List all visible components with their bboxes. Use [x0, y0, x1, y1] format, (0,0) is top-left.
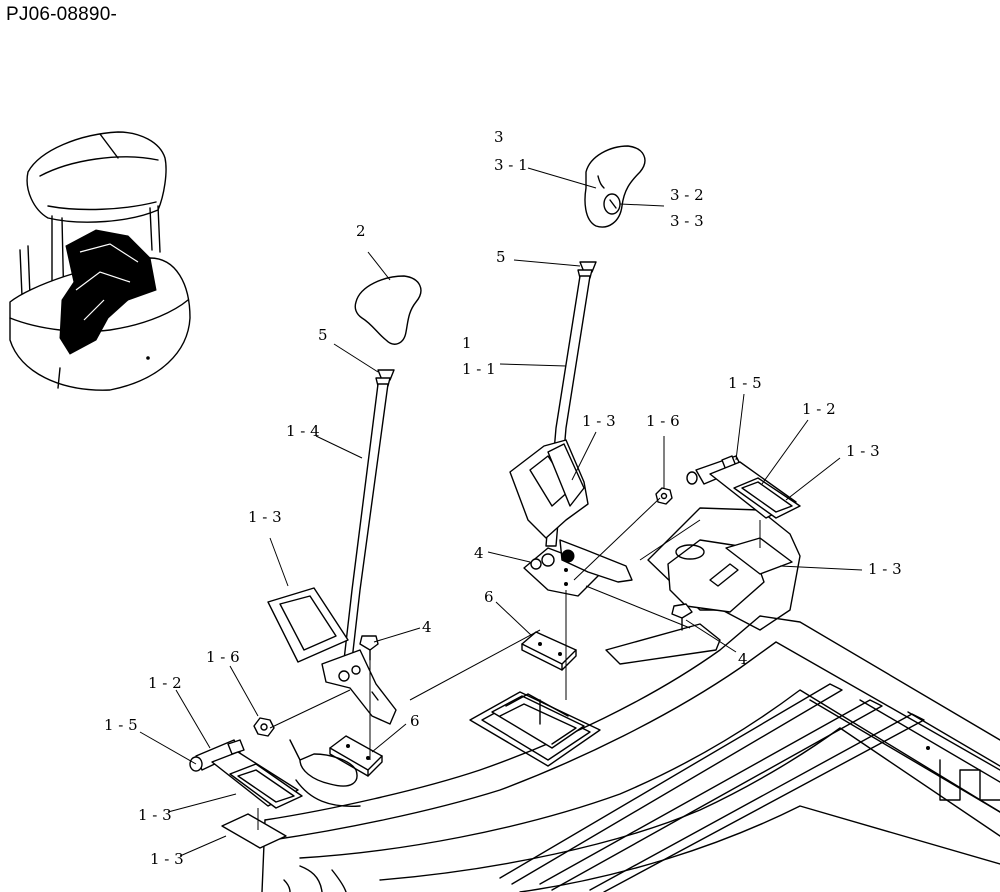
- callout-5-right: 5: [496, 248, 506, 266]
- callout-3-3: 3 - 3: [670, 212, 704, 230]
- plate-6-left: [329, 735, 383, 777]
- callout-1: 1: [462, 334, 472, 352]
- callout-2: 2: [356, 222, 366, 240]
- drawing-id: PJ06-08890-: [6, 4, 117, 25]
- callout-3-2: 3 - 2: [670, 186, 704, 204]
- right-pedal-recess: [605, 507, 801, 665]
- nut-1-6-right: [655, 487, 673, 505]
- callout-1-3-right-lower: 1 - 3: [868, 560, 902, 578]
- knob-3: [584, 145, 646, 228]
- leader-lines: [139, 167, 863, 857]
- lever-1-4: [267, 369, 397, 725]
- callout-1-2-right: 1 - 2: [802, 400, 836, 418]
- callout-1-3-left: 1 - 3: [248, 508, 282, 526]
- callout-4-right: 4: [738, 650, 748, 668]
- callout-1-6-right: 1 - 6: [646, 412, 680, 430]
- callout-3: 3: [494, 128, 504, 146]
- hinge-1-5-right: [686, 455, 801, 575]
- hinge-1-5-left: [189, 739, 303, 849]
- callout-6-center: 6: [484, 588, 494, 606]
- callout-1-2-left: 1 - 2: [148, 674, 182, 692]
- callout-1-3-upper: 1 - 3: [582, 412, 616, 430]
- callout-1-6-left: 1 - 6: [206, 648, 240, 666]
- callout-1-3-left-lower: 1 - 3: [138, 806, 172, 824]
- callout-6-left: 6: [410, 712, 420, 730]
- callout-1-4: 1 - 4: [286, 422, 320, 440]
- plate-6-center: [521, 631, 577, 671]
- nut-1-6-left: [253, 717, 275, 737]
- machine-inset-illustration: [9, 131, 191, 391]
- knob-2: [354, 275, 422, 345]
- center-boot-plate: [469, 691, 601, 767]
- callout-4-left: 4: [422, 618, 432, 636]
- callout-5-left: 5: [318, 326, 328, 344]
- callout-1-5-right: 1 - 5: [728, 374, 762, 392]
- floor-plate: [261, 615, 1000, 892]
- lever-1-1: [509, 261, 633, 597]
- bolt-4: [671, 603, 693, 631]
- callout-1-3-bottom: 1 - 3: [150, 850, 184, 868]
- callout-1-1: 1 - 1: [462, 360, 496, 378]
- callout-4-center: 4: [474, 544, 484, 562]
- callout-1-3-right: 1 - 3: [846, 442, 880, 460]
- callout-1-5-left: 1 - 5: [104, 716, 138, 734]
- callout-3-1: 3 - 1: [494, 156, 528, 174]
- callout-labels: 3 3 - 1 3 - 2 3 - 3 2 5 5 1 1 - 1 1 - 4 …: [104, 128, 902, 868]
